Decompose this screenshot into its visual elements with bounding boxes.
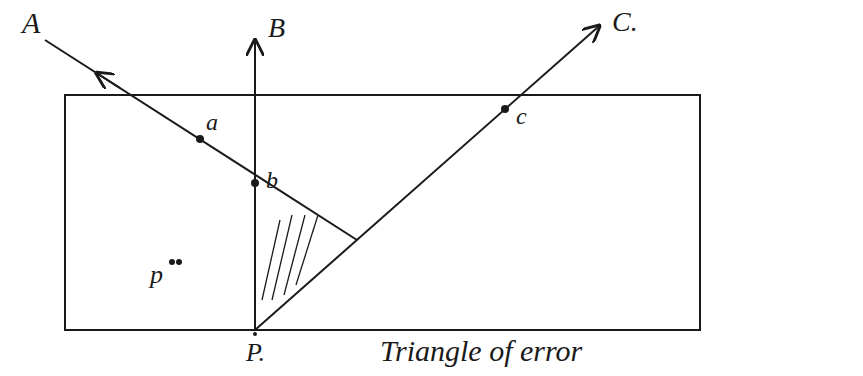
pin-dot <box>169 259 175 265</box>
caption-note: Triangle of error <box>380 336 582 366</box>
pin-label: c <box>516 104 527 128</box>
pin-dot <box>501 105 509 113</box>
hatching <box>262 215 318 300</box>
pin-dot <box>253 332 257 336</box>
glass-block <box>65 95 700 330</box>
ray-c <box>255 27 598 330</box>
pin-dot <box>196 135 204 143</box>
ray-label: A <box>22 8 40 38</box>
arrow-head <box>98 74 120 88</box>
ray-label: C. <box>612 8 638 36</box>
pin-dot <box>251 179 259 187</box>
ray-label: B <box>268 14 285 42</box>
pin-label: a <box>206 110 218 134</box>
ray-a <box>45 40 357 240</box>
pin-label: b <box>266 168 278 192</box>
pin-label: p <box>150 262 163 288</box>
pin-dot <box>176 259 182 265</box>
point-label: P. <box>246 340 265 366</box>
